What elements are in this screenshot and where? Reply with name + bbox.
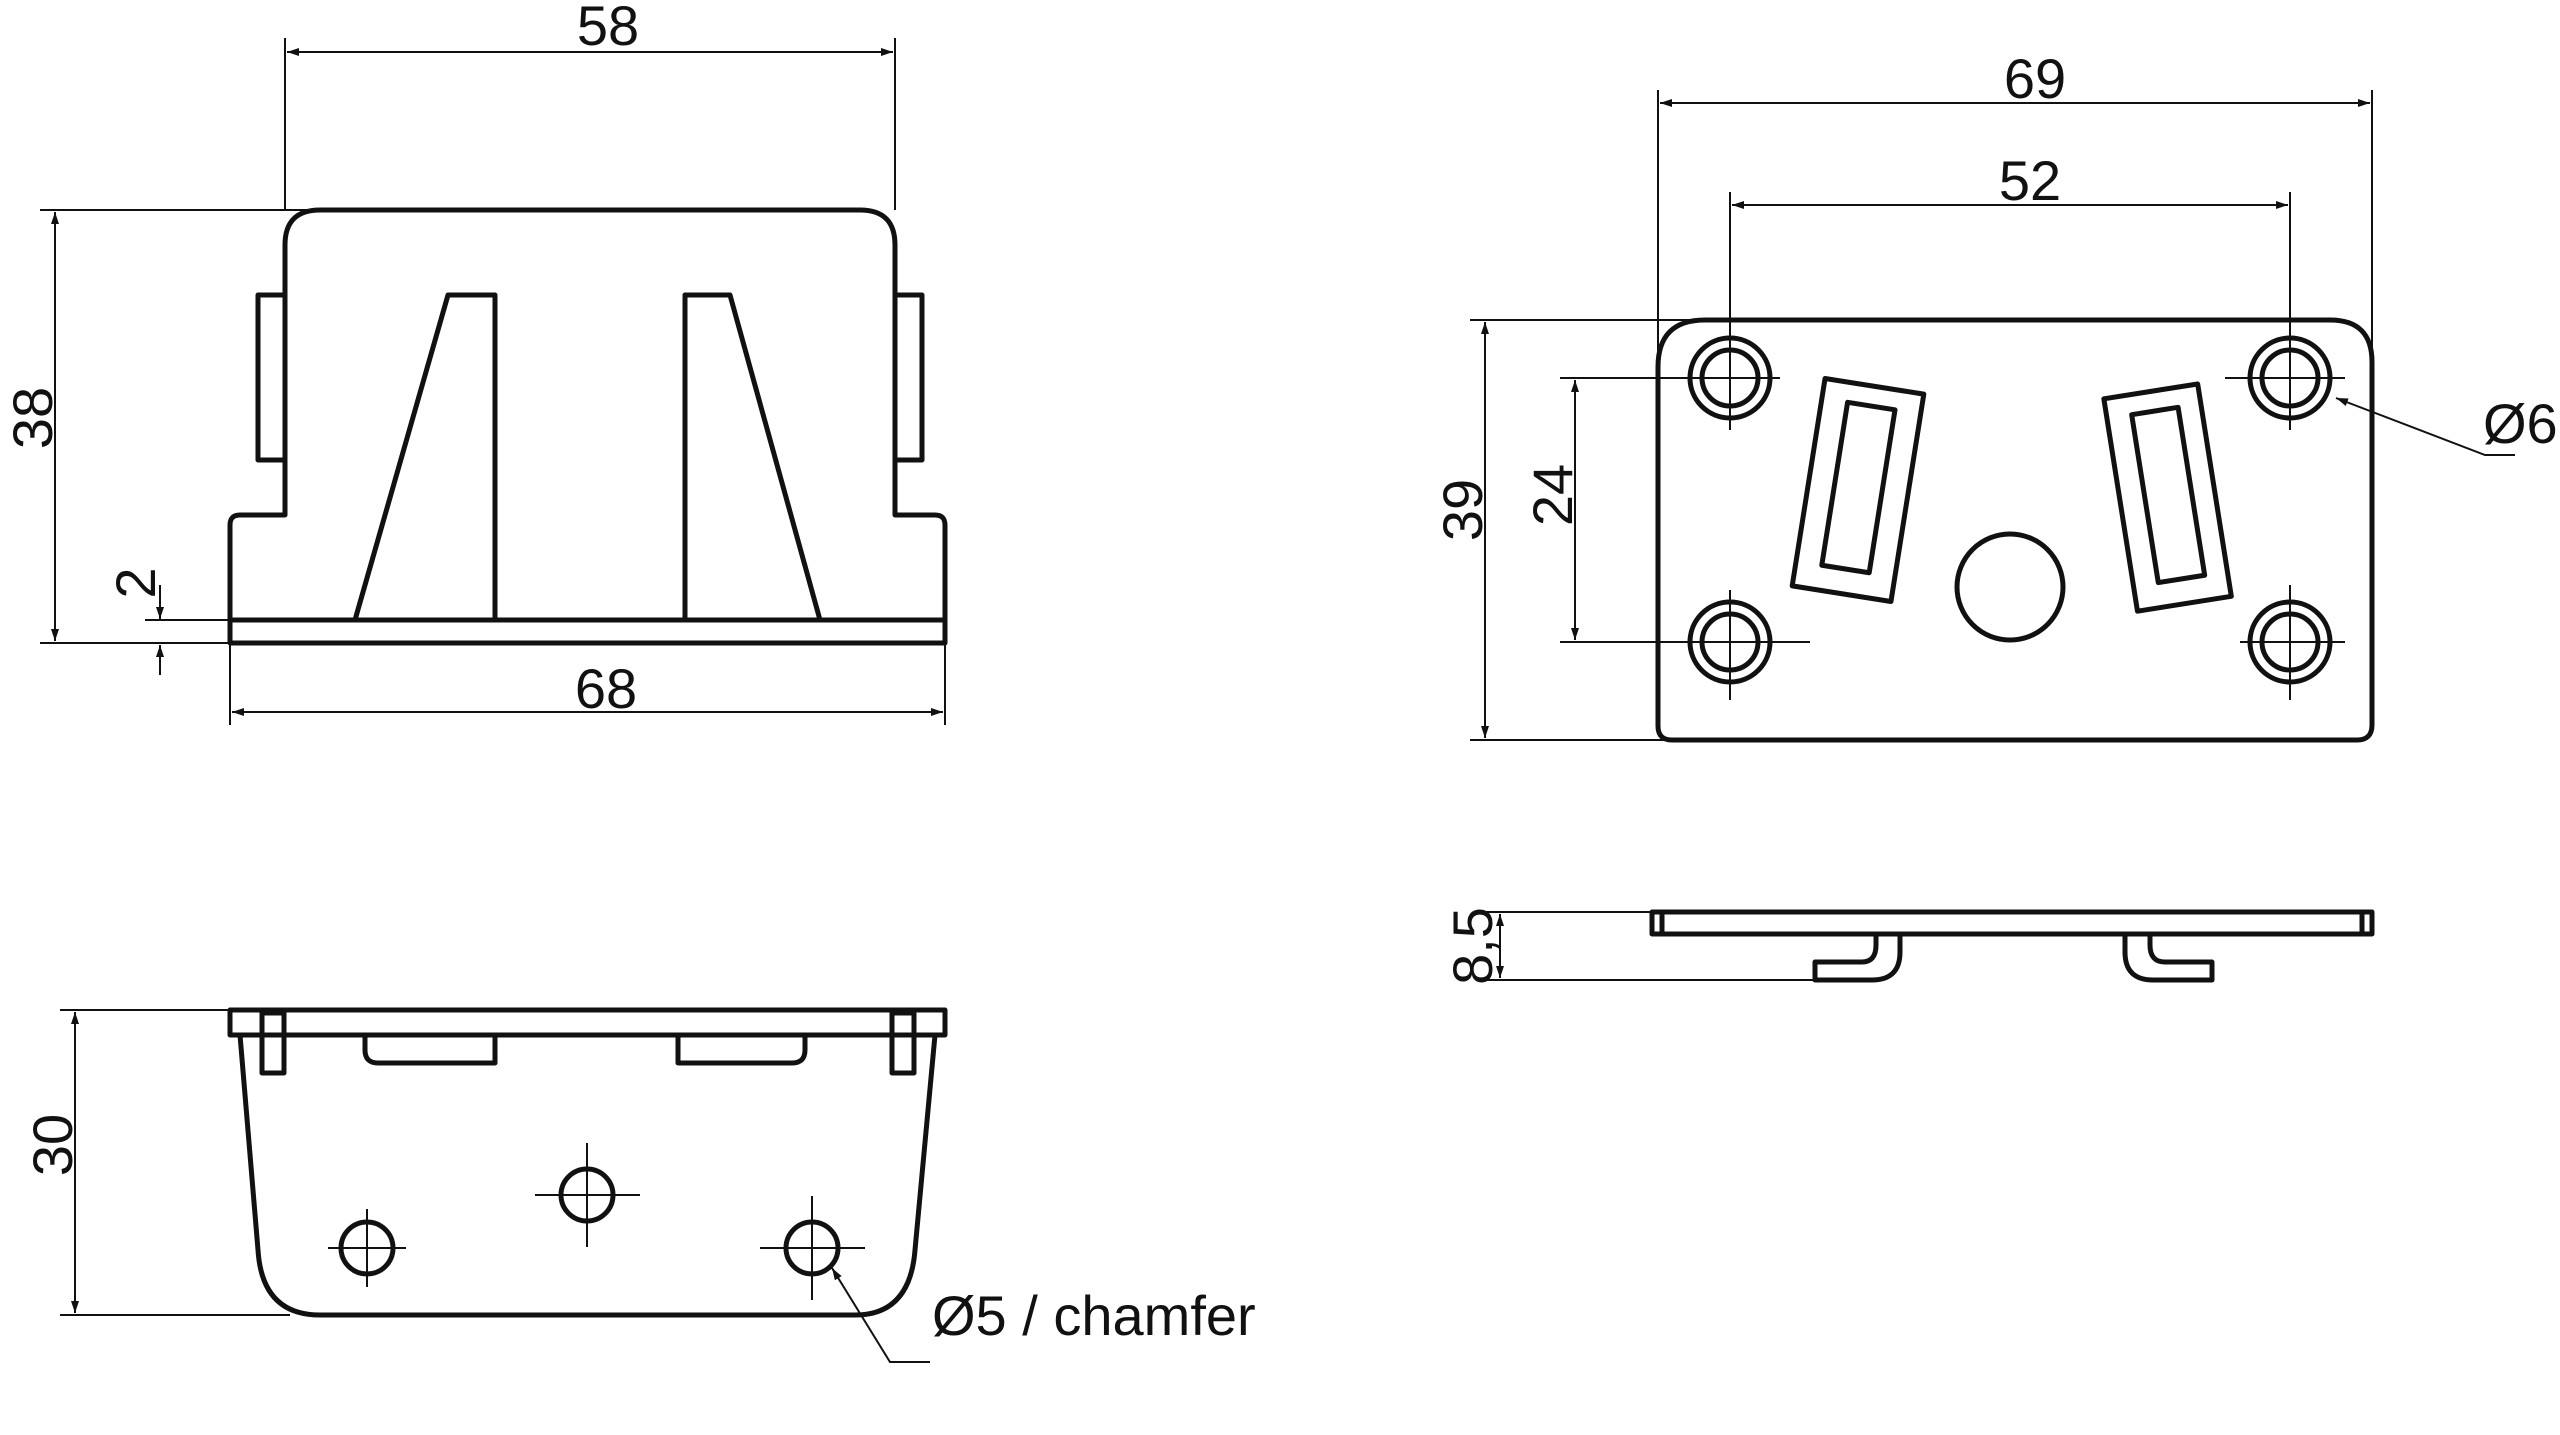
hole-right	[760, 1196, 865, 1300]
bottom-left-tab	[259, 1010, 287, 1076]
hole-middle	[535, 1143, 640, 1247]
right-side-tab	[892, 292, 925, 463]
plate-view: 69 52 39 24 Ø6	[1431, 47, 2558, 743]
dim-label-30: 30	[21, 1114, 84, 1176]
plate-outline	[1655, 317, 2375, 743]
dim-label-8-5: 8,5	[1441, 907, 1504, 985]
bottom-view: 30 Ø5 / chamfer	[21, 1007, 1256, 1363]
hole-left	[328, 1209, 406, 1287]
dim-label-39: 39	[1431, 479, 1494, 541]
dim-label-69: 69	[2004, 47, 2066, 110]
front-view: 58 38 2 68	[1, 0, 948, 725]
side-left-hook	[1812, 931, 1903, 983]
side-view: 8,5	[1441, 907, 2375, 985]
plate-hole-bottom-left	[1680, 590, 1810, 700]
leader-d5	[831, 1267, 930, 1363]
bottom-view-outline	[227, 1007, 948, 1318]
bottom-right-tab	[889, 1010, 917, 1076]
right-rib	[682, 292, 823, 623]
left-rib	[352, 292, 498, 623]
bottom-right-slot	[675, 1032, 808, 1066]
left-side-tab	[255, 292, 288, 463]
plate-hole-bottom-right	[2240, 585, 2345, 700]
plate-right-slot	[2101, 381, 2234, 614]
hole-note-d5: Ø5 / chamfer	[932, 1284, 1256, 1347]
dim-label-52: 52	[1999, 149, 2061, 212]
front-view-outline	[227, 207, 948, 646]
dim-label-38: 38	[1, 387, 64, 449]
plate-hole-top-right	[2225, 310, 2345, 430]
plate-center-hole	[1954, 531, 2066, 643]
hole-note-d6: Ø6	[2483, 392, 2558, 455]
side-right-hook	[2122, 931, 2215, 983]
dim-label-58: 58	[577, 0, 639, 57]
dim-label-24: 24	[1521, 464, 1584, 526]
side-plate	[1649, 909, 2375, 937]
leader-d6	[2335, 397, 2515, 456]
plate-left-slot	[1789, 375, 1927, 605]
dim-label-68: 68	[575, 657, 637, 720]
dim-label-2: 2	[104, 567, 167, 598]
bottom-left-slot	[362, 1032, 498, 1066]
